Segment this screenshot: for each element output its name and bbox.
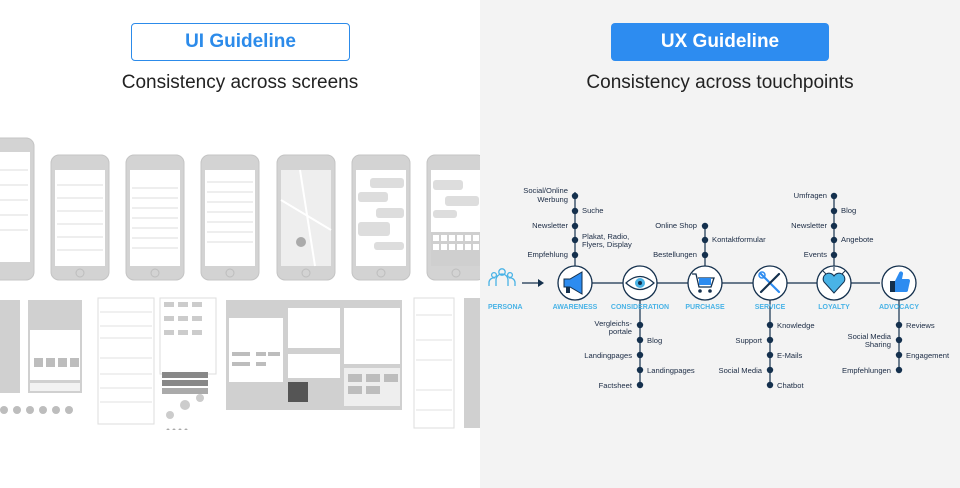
- touchpoint-label: Angebote: [841, 235, 874, 244]
- heart-icon: [822, 267, 846, 294]
- stage-label-service: SERVICE: [755, 304, 786, 311]
- touchpoint-label: Landingpages: [584, 351, 632, 360]
- touchpoint-label: Social Media: [719, 366, 763, 375]
- touchpoint-label: Flyers, Display: [582, 240, 632, 249]
- touchpoint-label: Online Shop: [655, 221, 697, 230]
- touchpoint-label: Chatbot: [777, 381, 804, 390]
- stage-label-advocacy: ADVOCACY: [879, 304, 919, 311]
- ui-wireframe-collage: [0, 137, 480, 430]
- ui-guideline-subtitle: Consistency across screens: [121, 72, 359, 93]
- ux-guideline-panel: UX Guideline Consistency across touchpoi…: [480, 0, 960, 488]
- cart-icon: [692, 273, 715, 293]
- touchpoint-label: Empfehlung: [527, 250, 568, 259]
- touchpoint-label: Newsletter: [532, 221, 568, 230]
- tools-icon: [758, 271, 781, 294]
- touchpoint-label: E-Mails: [777, 351, 803, 360]
- touchpoint-label: Bestellungen: [653, 250, 697, 259]
- touchpoint-label: Knowledge: [777, 321, 815, 330]
- touchpoint-label: Umfragen: [794, 191, 827, 200]
- touchpoint-label: Newsletter: [791, 221, 827, 230]
- stage-label-purchase: PURCHASE: [685, 304, 725, 311]
- ui-guideline-panel: UI Guideline Consistency across screens: [0, 23, 480, 430]
- customer-journey-diagram: PERSONA: [488, 186, 950, 390]
- persona-icon: [488, 268, 516, 286]
- touchpoint-label: Plakat, Radio,: [582, 232, 629, 241]
- touchpoint-label: Sharing: [865, 340, 891, 349]
- touchpoint-label: Kontaktformular: [712, 235, 766, 244]
- touchpoint-label: Factsheet: [599, 381, 633, 390]
- touchpoint-label: Events: [804, 250, 827, 259]
- megaphone-icon: [563, 271, 583, 295]
- touchpoint-label: Vergleichs-: [594, 319, 632, 328]
- touchpoint-label: Landingpages: [647, 366, 695, 375]
- touchpoint-label: Empfehlungen: [842, 366, 891, 375]
- touchpoint-label: Support: [735, 336, 762, 345]
- touchpoint-label: Social Media: [848, 332, 892, 341]
- touchpoint-label: Social/Online: [523, 186, 568, 195]
- persona-label: PERSONA: [488, 304, 523, 311]
- touchpoint-label: Blog: [841, 206, 856, 215]
- touchpoint-label: Blog: [647, 336, 662, 345]
- stage-label-consideration: CONSIDERATION: [611, 304, 669, 311]
- stage-label-loyalty: LOYALTY: [818, 304, 850, 311]
- ux-guideline-subtitle: Consistency across touchpoints: [586, 72, 854, 93]
- touchpoint-label: Reviews: [906, 321, 935, 330]
- eye-icon: [625, 275, 655, 291]
- touchpoint-label: Werbung: [537, 195, 568, 204]
- ux-guideline-button[interactable]: UX Guideline: [611, 23, 829, 61]
- touchpoint-label: portale: [609, 327, 632, 336]
- stage-label-awareness: AWARENESS: [553, 304, 598, 311]
- touchpoint-label: Engagement: [906, 351, 950, 360]
- ui-guideline-button[interactable]: UI Guideline: [131, 23, 350, 61]
- touchpoint-label: Suche: [582, 206, 604, 215]
- thumbs-up-icon: [890, 271, 910, 292]
